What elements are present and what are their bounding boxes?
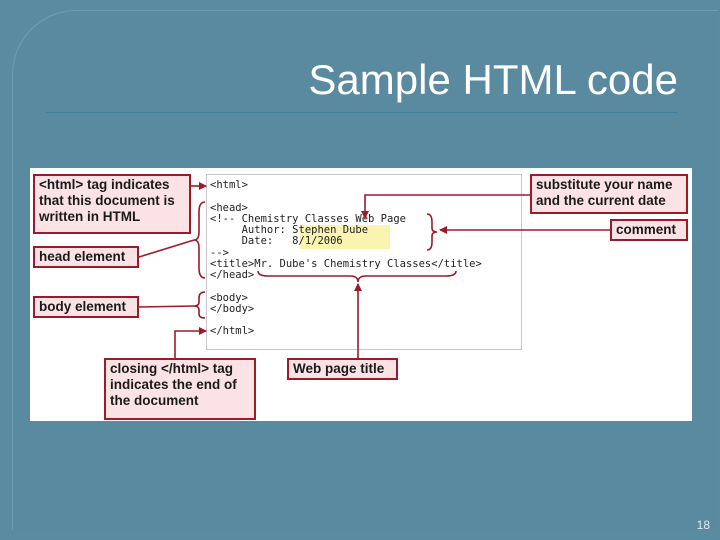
callout-html-tag: <html> tag indicates that this document … [33, 174, 191, 234]
brace-comment [426, 213, 438, 251]
code-line-date: Date: 8/1/2006 [210, 235, 343, 247]
code-line-author: Author: Stephen Dube [210, 224, 369, 236]
arrow-head-element [138, 239, 195, 258]
code-line-html-open: <html> [210, 179, 248, 191]
code-line-head-close: </head> [210, 269, 255, 281]
code-line-head-open: <head> [210, 202, 248, 214]
callout-closing-tag: closing </html> tag indicates the end of… [104, 358, 256, 420]
code-line-body-open: <body> [210, 292, 248, 304]
callout-head-element: head element [33, 246, 139, 268]
arrow-substitute [361, 194, 530, 219]
page-number: 18 [696, 518, 710, 532]
arrow-body-element [138, 305, 195, 308]
brace-head [193, 201, 206, 279]
code-line-body-close: </body> [210, 303, 255, 315]
callout-web-page-title: Web page title [287, 358, 398, 380]
code-line-comment-start: <!-- Chemistry Classes Web Page [210, 213, 406, 225]
slide-title: Sample HTML code [308, 56, 678, 103]
title-divider [46, 112, 678, 113]
callout-body-element: body element [33, 296, 139, 318]
callout-comment: comment [610, 219, 688, 241]
brace-title [257, 270, 457, 283]
code-line-comment-end: --> [210, 247, 229, 259]
arrow-closing-tag [174, 327, 207, 358]
brace-body [193, 291, 206, 319]
author-date-highlight [300, 225, 390, 249]
code-line-title: <title>Mr. Dube's Chemistry Classes</tit… [210, 258, 482, 270]
code-listing [206, 174, 522, 350]
callout-substitute-name-date: substitute your name and the current dat… [530, 174, 688, 214]
code-line-html-close: </html> [210, 325, 255, 337]
